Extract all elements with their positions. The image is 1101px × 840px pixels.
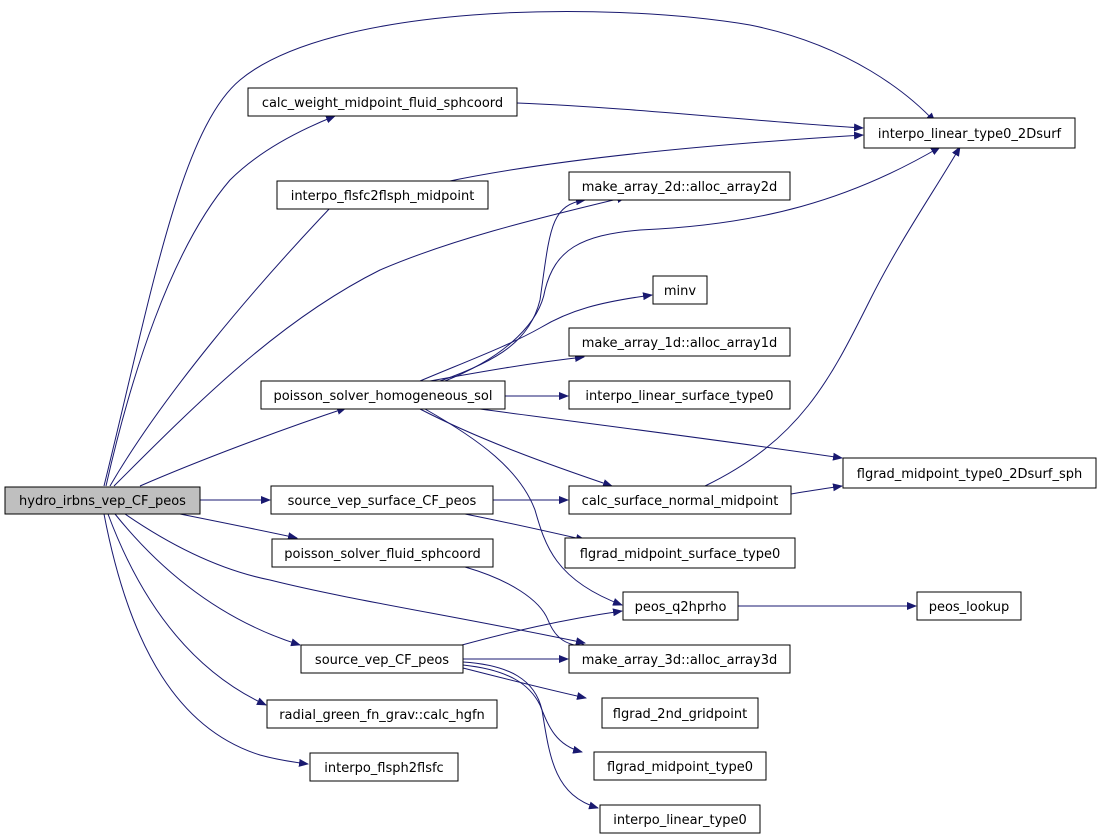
node-source-vep[interactable]: source_vep_CF_peos xyxy=(300,644,464,674)
node-flgrad-2dsurf-sph[interactable]: flgrad_midpoint_type0_2Dsurf_sph xyxy=(842,457,1097,489)
node-interpo-flsfc2flsph[interactable]: interpo_flsfc2flsph_midpoint xyxy=(276,180,489,210)
node-label: interpo_linear_surface_type0 xyxy=(585,389,773,404)
node-label: minv xyxy=(664,284,697,299)
node-label: make_array_3d::alloc_array3d xyxy=(582,653,777,668)
edge-poisson-homog-alloc2d xyxy=(439,197,586,382)
edge-root-source-vep xyxy=(114,513,301,647)
edge-poisson-fluid-alloc3d xyxy=(464,566,591,651)
edge-root-poisson-fluid xyxy=(179,513,298,541)
edge-root-calc-weight xyxy=(105,115,336,487)
edge-root-alloc2d xyxy=(113,195,627,487)
edge-calc-weight-interpo-2dsurf xyxy=(516,102,864,132)
edge-poisson-homog-calc-surface-normal xyxy=(419,408,613,487)
node-calc-surface-normal[interactable]: calc_surface_normal_midpoint xyxy=(568,485,792,515)
edge-root-interpo-flsph2flsfc xyxy=(103,513,309,767)
edge-root-poisson-homog xyxy=(139,407,347,487)
node-label: hydro_irbns_vep_CF_peos xyxy=(19,494,186,509)
node-label: peos_lookup xyxy=(929,600,1010,615)
node-interpo-flsph2flsfc[interactable]: interpo_flsph2flsfc xyxy=(309,752,459,782)
node-label: poisson_solver_fluid_sphcoord xyxy=(284,547,480,562)
node-minv[interactable]: minv xyxy=(652,275,708,305)
edge-source-vep-flgrad-type0 xyxy=(462,664,583,754)
edge-poisson-homog-flgrad-2dsurf-sph xyxy=(479,408,843,461)
node-label: flgrad_midpoint_surface_type0 xyxy=(580,547,781,562)
node-flgrad-surface[interactable]: flgrad_midpoint_surface_type0 xyxy=(564,537,796,569)
node-alloc2d[interactable]: make_array_2d::alloc_array2d xyxy=(568,171,791,201)
node-label: make_array_1d::alloc_array1d xyxy=(582,336,777,351)
node-label: make_array_2d::alloc_array2d xyxy=(582,180,777,195)
node-label: peos_q2hprho xyxy=(635,600,727,615)
node-label: interpo_linear_type0_2Dsurf xyxy=(878,127,1062,142)
node-interpo-2dsurf[interactable]: interpo_linear_type0_2Dsurf xyxy=(863,117,1076,149)
node-label: interpo_flsph2flsfc xyxy=(324,761,443,776)
node-peos-q2hprho[interactable]: peos_q2hprho xyxy=(622,591,739,621)
node-source-surface[interactable]: source_vep_surface_CF_peos xyxy=(270,485,494,515)
node-calc-hgfn[interactable]: radial_green_fn_grav::calc_hgfn xyxy=(266,699,498,729)
node-flgrad-2nd[interactable]: flgrad_2nd_gridpoint xyxy=(601,697,759,729)
node-label: flgrad_2nd_gridpoint xyxy=(613,707,747,722)
node-poisson-homog[interactable]: poisson_solver_homogeneous_sol xyxy=(260,380,506,410)
edge-poisson-homog-alloc1d xyxy=(429,354,585,382)
edge-root-interpo-flsfc2flsph xyxy=(109,181,356,487)
node-label: flgrad_midpoint_type0_2Dsurf_sph xyxy=(857,467,1082,482)
node-alloc1d[interactable]: make_array_1d::alloc_array1d xyxy=(568,327,791,357)
edge-root-alloc3d xyxy=(124,513,586,646)
edge-source-vep-peos-q2hprho xyxy=(461,608,623,646)
edge-interpo-flsfc2flsph-interpo-2dsurf xyxy=(444,131,864,183)
node-label: calc_weight_midpoint_fluid_sphcoord xyxy=(262,96,503,111)
node-interpo-type0[interactable]: interpo_linear_type0 xyxy=(599,804,761,834)
node-label: flgrad_midpoint_type0 xyxy=(607,760,753,775)
node-flgrad-type0[interactable]: flgrad_midpoint_type0 xyxy=(593,751,767,781)
node-calc-weight[interactable]: calc_weight_midpoint_fluid_sphcoord xyxy=(247,87,518,117)
node-label: poisson_solver_homogeneous_sol xyxy=(273,389,492,404)
node-alloc3d[interactable]: make_array_3d::alloc_array3d xyxy=(568,644,791,674)
node-label: source_vep_CF_peos xyxy=(315,653,449,668)
node-peos-lookup[interactable]: peos_lookup xyxy=(916,591,1022,621)
edge-source-surface-flgrad-surface xyxy=(464,513,586,542)
node-interpo-surface[interactable]: interpo_linear_surface_type0 xyxy=(568,380,791,410)
edge-source-vep-flgrad-2nd xyxy=(462,667,587,700)
node-poisson-fluid[interactable]: poisson_solver_fluid_sphcoord xyxy=(271,538,494,568)
edge-calc-surface-normal-flgrad-2dsurf-sph xyxy=(790,483,843,495)
edge-calc-surface-normal-interpo-2dsurf xyxy=(704,146,961,487)
edge-source-vep-interpo-type0 xyxy=(462,661,599,810)
node-label: interpo_linear_type0 xyxy=(613,813,747,828)
node-label: interpo_flsfc2flsph_midpoint xyxy=(291,189,475,204)
edge-poisson-homog-interpo-2dsurf xyxy=(444,146,941,382)
node-label: radial_green_fn_grav::calc_hgfn xyxy=(279,708,485,723)
node-root[interactable]: hydro_irbns_vep_CF_peos xyxy=(4,486,201,515)
node-label: source_vep_surface_CF_peos xyxy=(288,494,477,509)
edge-poisson-homog-minv xyxy=(419,292,653,382)
edge-root-interpo-2dsurf xyxy=(103,10,936,487)
edge-poisson-homog-peos-q2hprho xyxy=(424,408,623,606)
node-label: calc_surface_normal_midpoint xyxy=(582,494,779,509)
edge-root-calc-hgfn xyxy=(107,513,267,706)
